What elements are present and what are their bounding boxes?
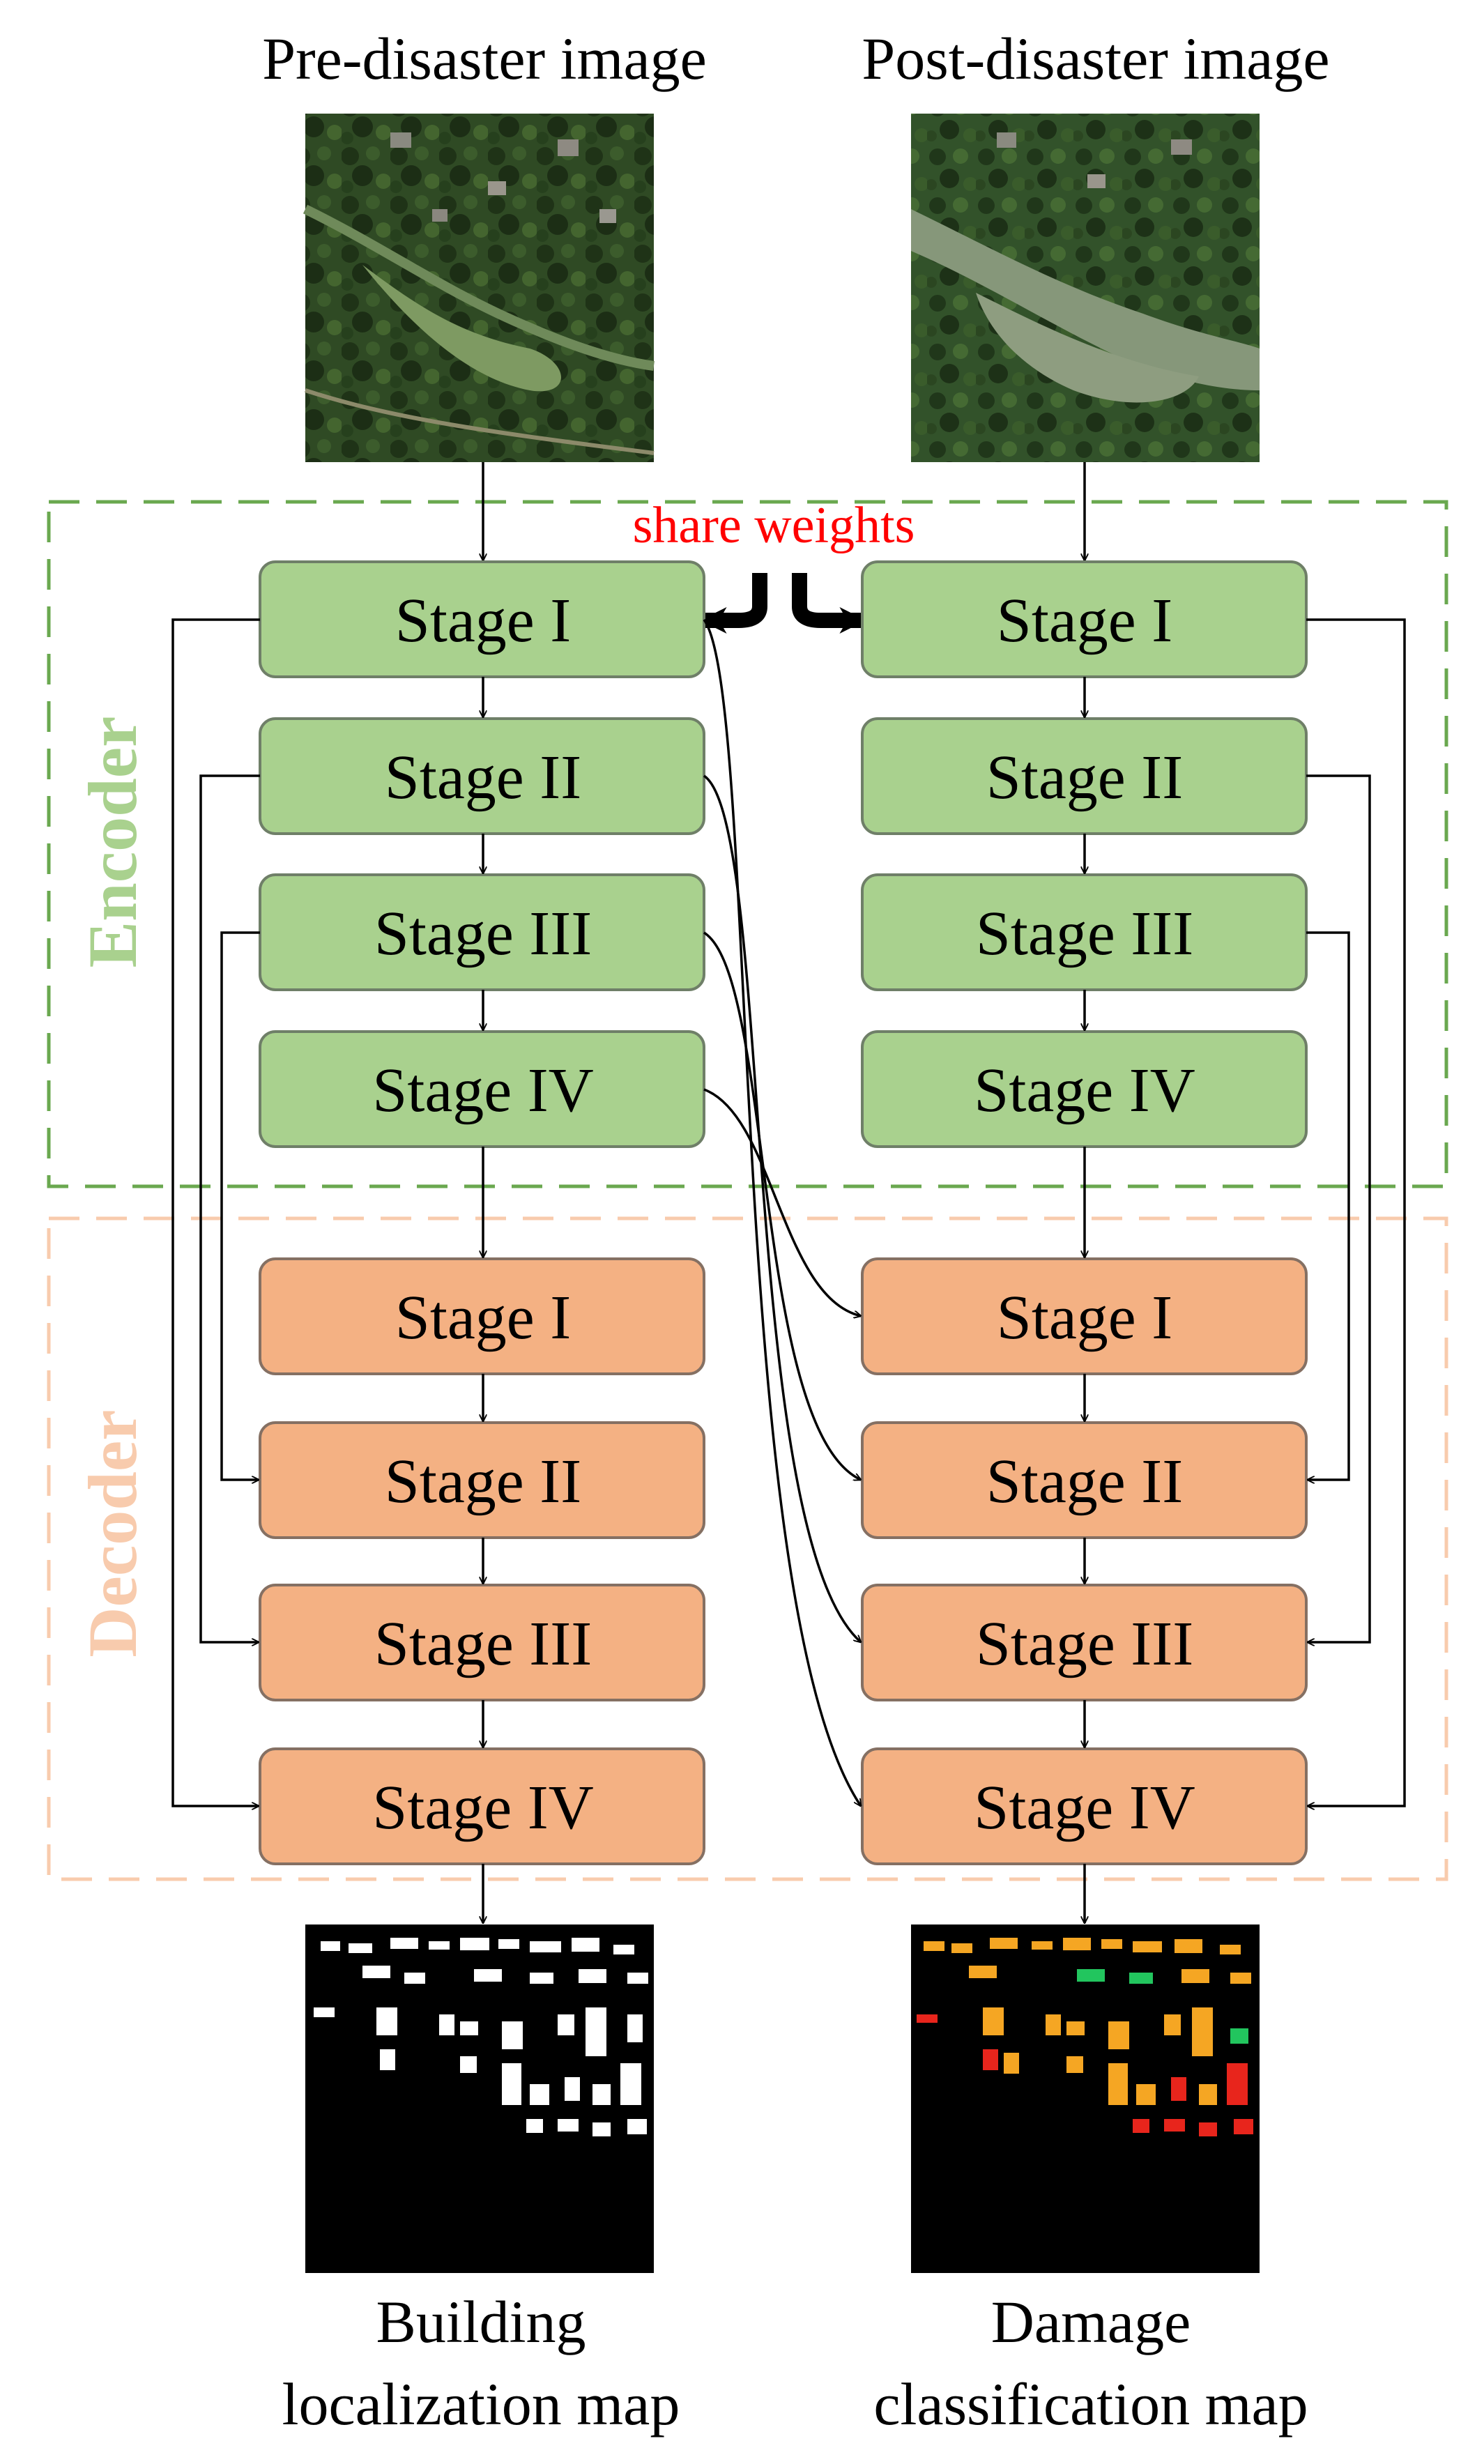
svg-text:Stage III: Stage III <box>976 1609 1193 1678</box>
svg-text:Stage III: Stage III <box>374 1609 592 1678</box>
post-disaster-image <box>911 114 1260 462</box>
left-decoder-stage-4: Stage IV <box>259 1747 705 1865</box>
left-output-caption-line2: localization map <box>282 2371 680 2438</box>
left-output-caption-line1: Building <box>376 2288 586 2355</box>
share-arrow-right-icon <box>792 573 866 634</box>
right-decoder-stage-1: Stage I <box>861 1257 1308 1375</box>
right-decoder-stage-2: Stage II <box>861 1421 1308 1539</box>
right-output-caption-line1: Damage <box>991 2288 1191 2355</box>
left-skip-connections <box>171 618 260 1806</box>
svg-text:Stage I: Stage I <box>395 586 571 655</box>
pre-disaster-image <box>303 114 655 462</box>
decoder-label: Decoder <box>74 1409 151 1657</box>
encoder-label: Encoder <box>74 716 151 967</box>
svg-text:Stage II: Stage II <box>385 1447 581 1516</box>
svg-text:Stage I: Stage I <box>997 1283 1172 1352</box>
svg-text:Stage IV: Stage IV <box>974 1773 1195 1842</box>
building-localization-map <box>305 1924 654 2273</box>
svg-text:Stage II: Stage II <box>986 743 1183 812</box>
right-skip-connections <box>1306 618 1406 1806</box>
right-encoder-stage-3: Stage III <box>861 873 1308 991</box>
svg-text:Stage III: Stage III <box>976 899 1193 968</box>
right-encoder-stage-1: Stage I <box>861 560 1308 678</box>
svg-text:Stage I: Stage I <box>395 1283 571 1352</box>
share-arrow-left-icon <box>700 573 767 634</box>
svg-text:Stage III: Stage III <box>374 899 592 968</box>
left-decoder-stage-3: Stage III <box>259 1584 705 1701</box>
pre-disaster-title: Pre-disaster image <box>262 25 707 92</box>
decoder-region <box>47 1216 1448 1881</box>
share-weights-label: share weights <box>633 497 915 554</box>
left-encoder-stage-1: Stage I <box>259 560 705 678</box>
left-encoder-stage-2: Stage II <box>259 717 705 835</box>
right-encoder-stage-2: Stage II <box>861 717 1308 835</box>
damage-classification-map <box>911 1924 1260 2273</box>
encoder-region <box>47 500 1448 1188</box>
cross-connections <box>703 618 861 1806</box>
left-encoder-stage-4: Stage IV <box>259 1030 705 1148</box>
post-disaster-title: Post-disaster image <box>862 25 1329 92</box>
right-encoder-stage-4: Stage IV <box>861 1030 1308 1148</box>
svg-text:Stage IV: Stage IV <box>974 1056 1195 1125</box>
svg-text:Stage II: Stage II <box>986 1447 1183 1516</box>
svg-text:Stage IV: Stage IV <box>372 1056 593 1125</box>
right-output-caption-line2: classification map <box>873 2371 1308 2438</box>
left-decoder-stage-1: Stage I <box>259 1257 705 1375</box>
right-decoder-stage-3: Stage III <box>861 1584 1308 1701</box>
right-decoder-stage-4: Stage IV <box>861 1747 1308 1865</box>
svg-text:Stage II: Stage II <box>385 743 581 812</box>
svg-text:Stage IV: Stage IV <box>372 1773 593 1842</box>
left-encoder-stage-3: Stage III <box>259 873 705 991</box>
svg-text:Stage I: Stage I <box>997 586 1172 655</box>
left-decoder-stage-2: Stage II <box>259 1421 705 1539</box>
